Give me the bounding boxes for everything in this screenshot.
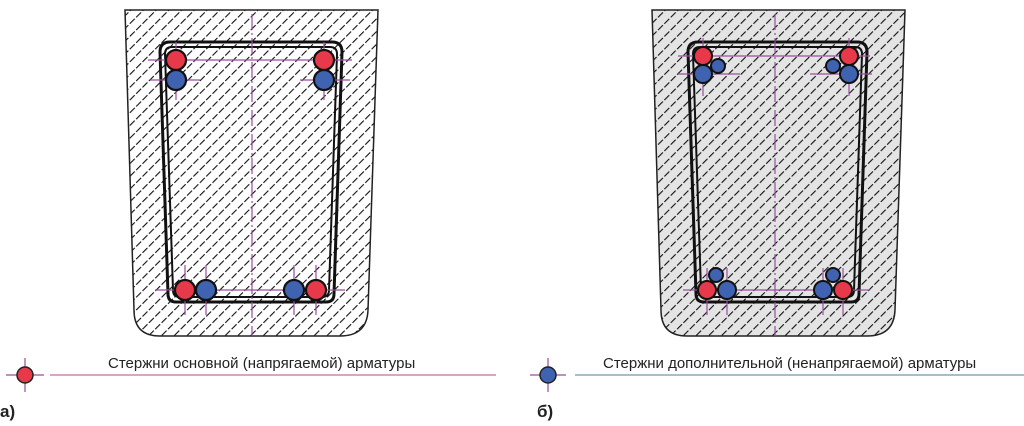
additional-bar [282,278,306,302]
additional-bar [312,68,336,92]
figure-a-label: а) [0,402,16,421]
additional-bar [710,58,726,74]
main-bar [312,48,336,72]
main-bar [693,46,713,66]
stirrup-b-outer [686,40,869,304]
additional-bar [717,280,737,300]
legend-main-symbol [6,358,496,392]
legend-additional-bar-icon [539,366,557,384]
additional-bar [164,68,188,92]
additional-bar [825,267,841,283]
concrete-section-b [651,9,906,337]
legend-additional-label: Стержни дополнительной (ненапрягаемой) а… [603,355,977,372]
stirrup-a-outer [158,40,344,304]
figure-b-label: б) [537,402,554,421]
additional-bar [825,58,841,74]
section-a [124,9,379,337]
main-bar [697,280,717,300]
legend-main-bar-icon [16,366,34,384]
additional-bar [708,267,724,283]
legend-additional-symbol [530,358,1024,392]
additional-bar [813,280,833,300]
main-bar [164,48,188,72]
additional-bar [839,64,859,84]
additional-bar [693,64,713,84]
main-bar [304,278,328,302]
section-b [651,9,906,337]
main-bar [839,46,859,66]
additional-bar [194,278,218,302]
legend-main-label: Стержни основной (напрягаемой) арматуры [108,355,416,372]
main-bar [173,278,197,302]
main-bar [833,280,853,300]
